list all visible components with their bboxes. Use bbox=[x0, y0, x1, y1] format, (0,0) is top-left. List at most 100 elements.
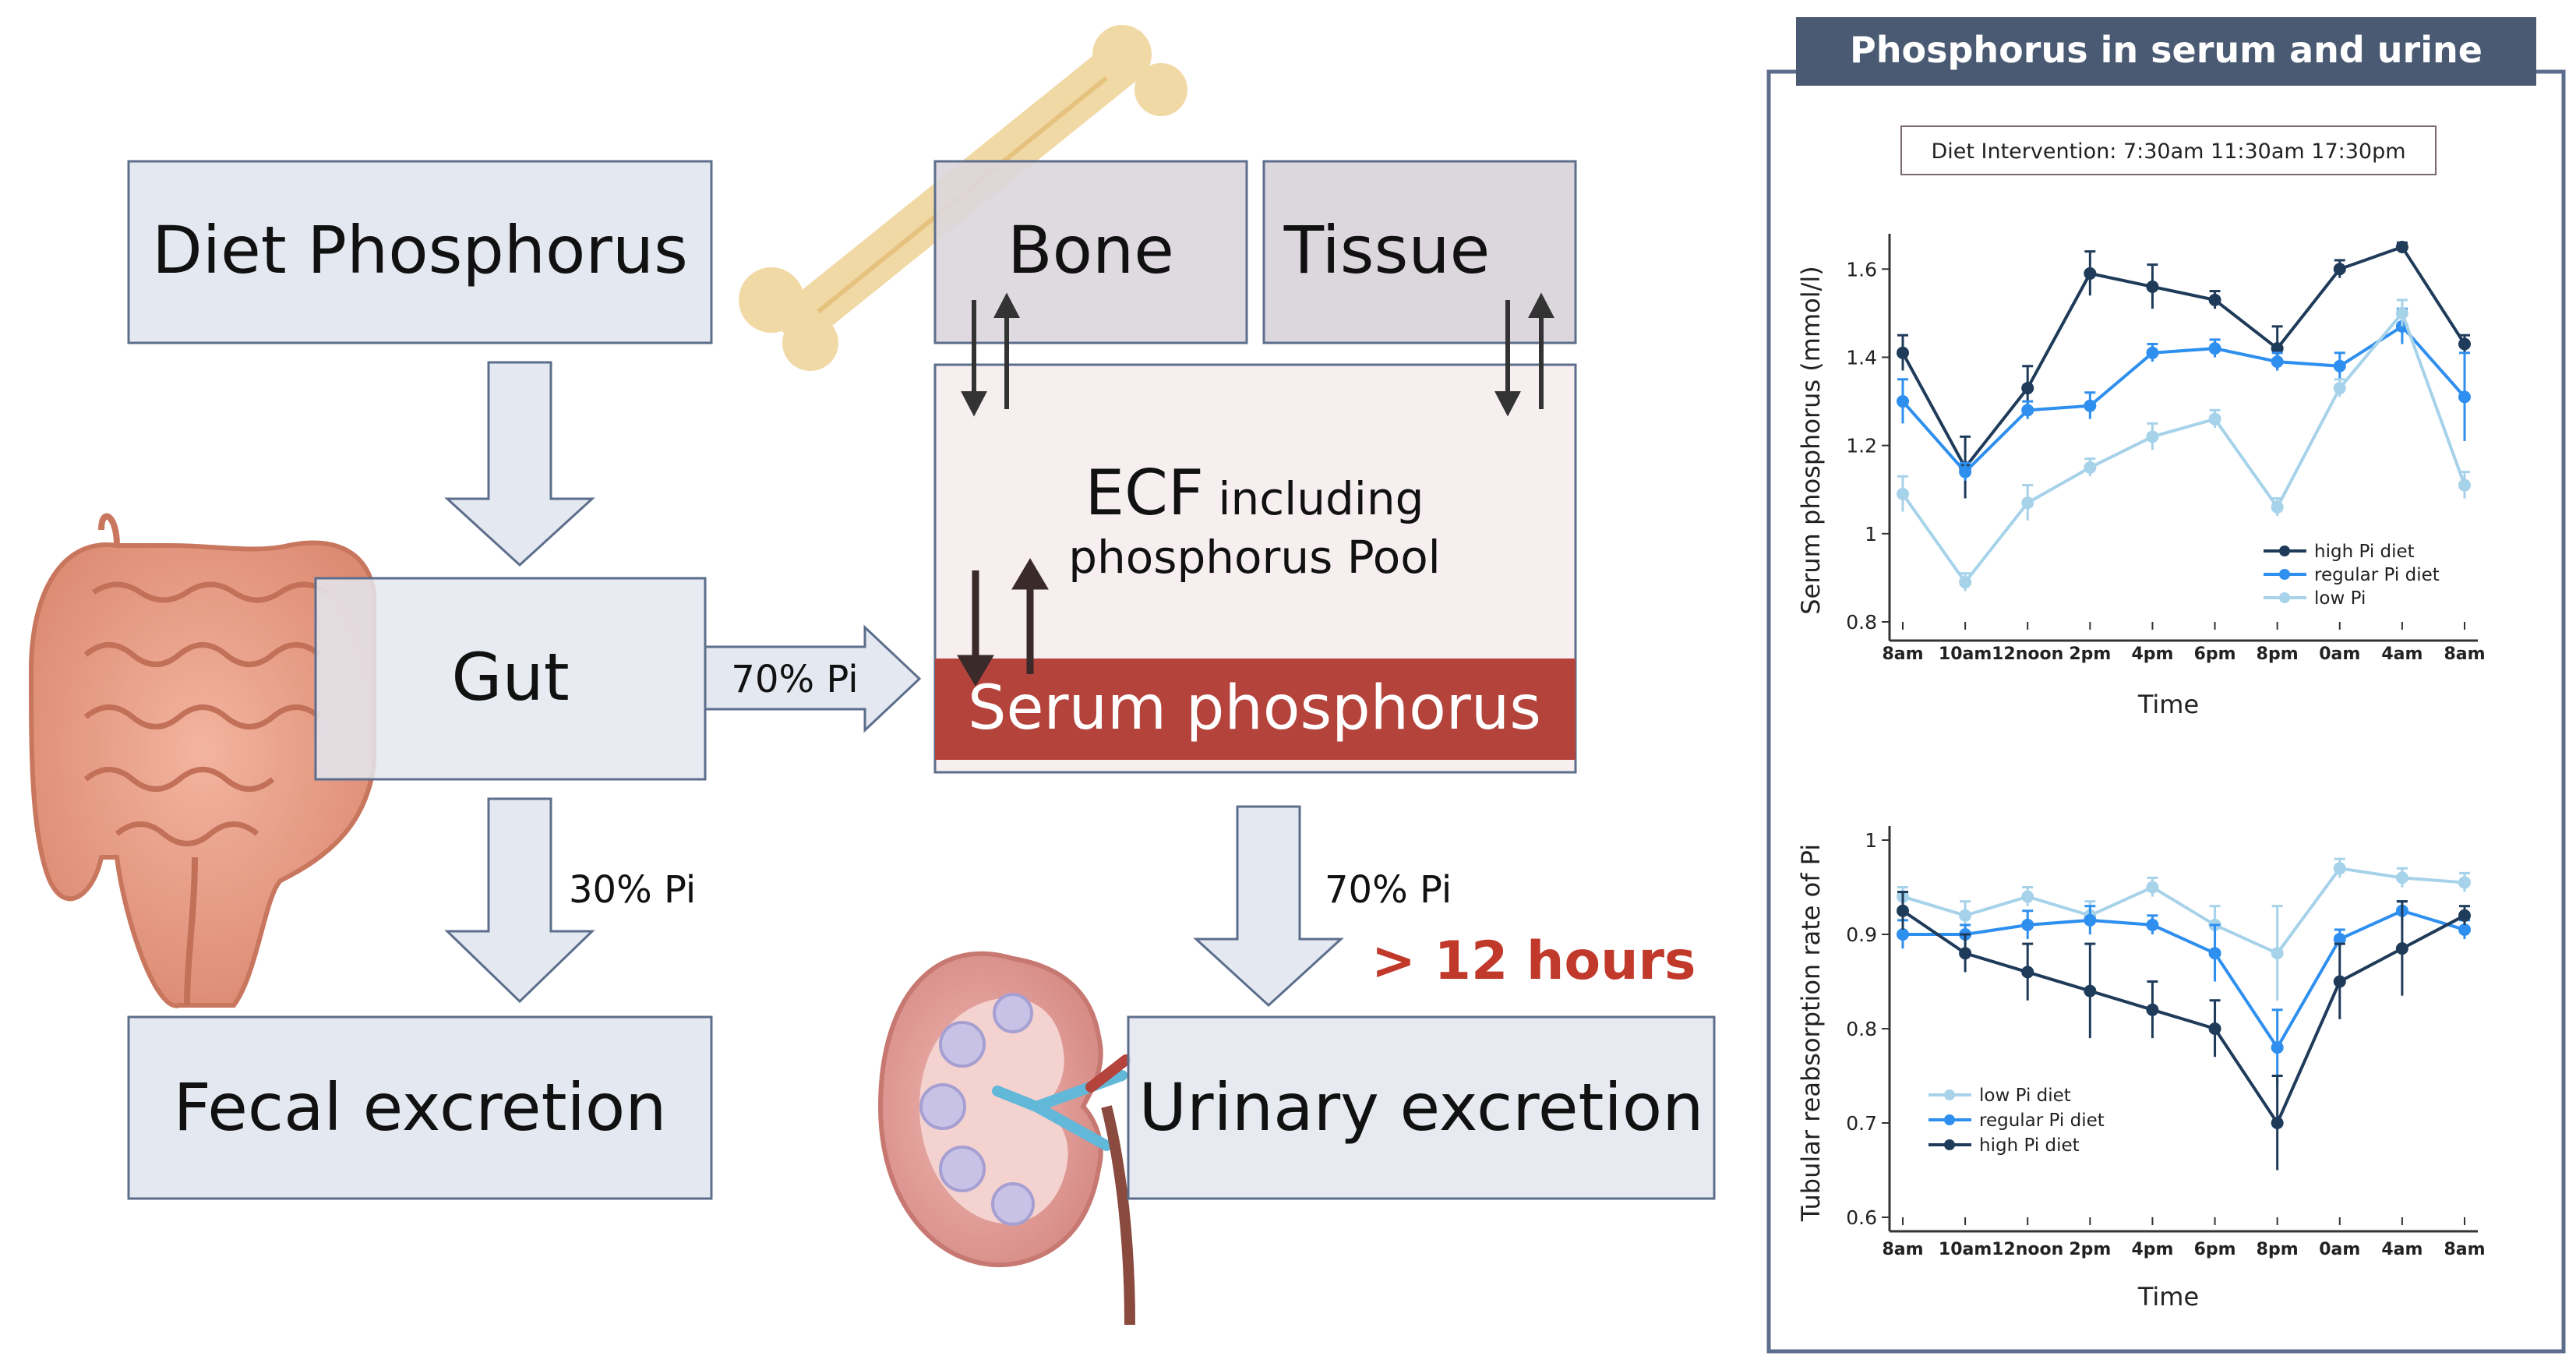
serum-phosphorus-label: Serum phosphorus bbox=[968, 673, 1541, 743]
y-tick-label: 0.8 bbox=[1846, 611, 1877, 634]
data-point bbox=[1897, 395, 1909, 408]
y-tick-label: 1.6 bbox=[1846, 258, 1877, 281]
chart1-y-title: Serum phosphorus (mmol/l) bbox=[1796, 266, 1826, 615]
data-point bbox=[2084, 399, 2097, 412]
data-point bbox=[2146, 430, 2159, 443]
series-line bbox=[1901, 324, 2466, 475]
duration-label: > 12 hours bbox=[1371, 930, 1696, 992]
bone-label: Bone bbox=[1007, 212, 1174, 288]
legend-marker bbox=[2279, 569, 2290, 580]
x-tick-label: 8am bbox=[2444, 644, 2485, 664]
gut-to-fecal-arrow bbox=[444, 797, 595, 1004]
data-point bbox=[2021, 890, 2034, 903]
y-tick-label: 0.7 bbox=[1846, 1112, 1877, 1135]
x-tick-label: 8am bbox=[1882, 1240, 1923, 1259]
data-point bbox=[2208, 293, 2221, 306]
data-point bbox=[2395, 306, 2408, 320]
urinary-excretion-box bbox=[1127, 1015, 1716, 1200]
ecf-pool-label: phosphorus Pool bbox=[1068, 531, 1441, 584]
data-point bbox=[2146, 346, 2159, 359]
data-point bbox=[2271, 1117, 2284, 1129]
data-point bbox=[2333, 975, 2346, 988]
serum-phosphorus-chart: Time Serum phosphorus (mmol/l) 0.811.21.… bbox=[1796, 234, 2486, 719]
y-tick-label: 1 bbox=[1865, 829, 1877, 852]
fecal-excretion-box bbox=[127, 1015, 713, 1200]
data-point bbox=[2208, 342, 2221, 355]
panel-title-bar bbox=[1796, 17, 2536, 86]
x-tick-label: 6pm bbox=[2194, 644, 2236, 664]
data-point bbox=[2395, 240, 2408, 253]
x-tick-label: 12noon bbox=[1992, 1240, 2063, 1259]
y-tick-label: 0.9 bbox=[1846, 923, 1877, 946]
gut-label: Gut bbox=[451, 639, 569, 715]
diet-phosphorus-box bbox=[127, 160, 713, 344]
data-point bbox=[2021, 918, 2034, 931]
legend-marker bbox=[1944, 1139, 1955, 1150]
x-tick-label: 0am bbox=[2319, 1240, 2360, 1259]
x-tick-label: 8pm bbox=[2257, 1240, 2299, 1259]
data-point bbox=[1897, 487, 1909, 500]
data-point bbox=[2333, 263, 2346, 276]
series-line bbox=[1901, 309, 2466, 585]
legend-label: high Pi diet bbox=[2314, 542, 2415, 562]
y-tick-label: 0.8 bbox=[1846, 1018, 1877, 1040]
series-line bbox=[1902, 867, 2465, 955]
tubular-reabsorption-chart: Time Tubular reabsorption rate of Pi 0.6… bbox=[1796, 826, 2486, 1312]
bone-exchange-arrows bbox=[961, 292, 1020, 417]
ecf-main-text: ECF bbox=[1085, 457, 1203, 529]
series-line bbox=[1903, 909, 2465, 1051]
data-point bbox=[2146, 280, 2159, 293]
y-tick-label: 1.2 bbox=[1846, 435, 1877, 457]
y-tick-label: 1 bbox=[1865, 523, 1877, 546]
chart2-x-title: Time bbox=[2137, 1282, 2199, 1312]
x-tick-label: 2pm bbox=[2069, 1240, 2111, 1259]
data-point bbox=[2458, 337, 2471, 351]
data-point bbox=[2458, 478, 2471, 492]
serum-phosphorus-band bbox=[935, 659, 1576, 760]
data-point bbox=[1959, 909, 1972, 922]
kidney-illustration bbox=[877, 951, 1135, 1326]
data-point bbox=[1959, 576, 1972, 589]
x-tick-label: 4am bbox=[2381, 644, 2422, 664]
y-tick-label: 1.4 bbox=[1846, 346, 1877, 369]
y-tick-label: 0.6 bbox=[1846, 1206, 1877, 1229]
tissue-box bbox=[1262, 160, 1577, 344]
data-point bbox=[2146, 881, 2159, 894]
diet-to-gut-arrow bbox=[444, 361, 595, 567]
data-point bbox=[2084, 913, 2097, 927]
legend-marker bbox=[1944, 1114, 1955, 1125]
data-point bbox=[2458, 876, 2471, 889]
data-point bbox=[1897, 904, 1909, 917]
x-tick-label: 4pm bbox=[2131, 644, 2173, 664]
data-point bbox=[2208, 412, 2221, 425]
diet-phosphorus-label: Diet Phosphorus bbox=[152, 212, 688, 288]
data-point bbox=[2021, 382, 2034, 395]
data-point bbox=[2271, 1041, 2284, 1054]
ecf-rest-text: including bbox=[1204, 472, 1424, 525]
serum-exchange-arrows bbox=[957, 558, 1049, 687]
tissue-exchange-arrows bbox=[1494, 292, 1554, 417]
urinary-excretion-label: Urinary excretion bbox=[1139, 1069, 1704, 1146]
fecal-pct-label: 30% Pi bbox=[569, 868, 696, 912]
data-point bbox=[2021, 966, 2034, 979]
intervention-box bbox=[1900, 125, 2437, 175]
data-point bbox=[2146, 918, 2159, 931]
data-point bbox=[1959, 465, 1972, 478]
legend-marker bbox=[2279, 592, 2290, 603]
data-point bbox=[2084, 984, 2097, 998]
ecf-label: ECF including bbox=[1085, 457, 1424, 529]
data-point bbox=[2395, 871, 2408, 885]
legend-label: regular Pi diet bbox=[1979, 1111, 2105, 1131]
data-point bbox=[2333, 382, 2346, 395]
legend-label: low Pi diet bbox=[1979, 1086, 2071, 1106]
x-tick-label: 8am bbox=[2444, 1240, 2485, 1259]
data-point bbox=[2333, 933, 2346, 946]
x-tick-label: 8am bbox=[1882, 644, 1923, 664]
data-point bbox=[2458, 923, 2471, 936]
data-point bbox=[1897, 346, 1909, 359]
absorb-pct-label: 70% Pi bbox=[731, 658, 858, 701]
chart2-y-title: Tubular reabsorption rate of Pi bbox=[1796, 844, 1826, 1222]
series-line bbox=[1901, 909, 2465, 1127]
data-point bbox=[2208, 947, 2221, 960]
data-point bbox=[2458, 390, 2471, 404]
